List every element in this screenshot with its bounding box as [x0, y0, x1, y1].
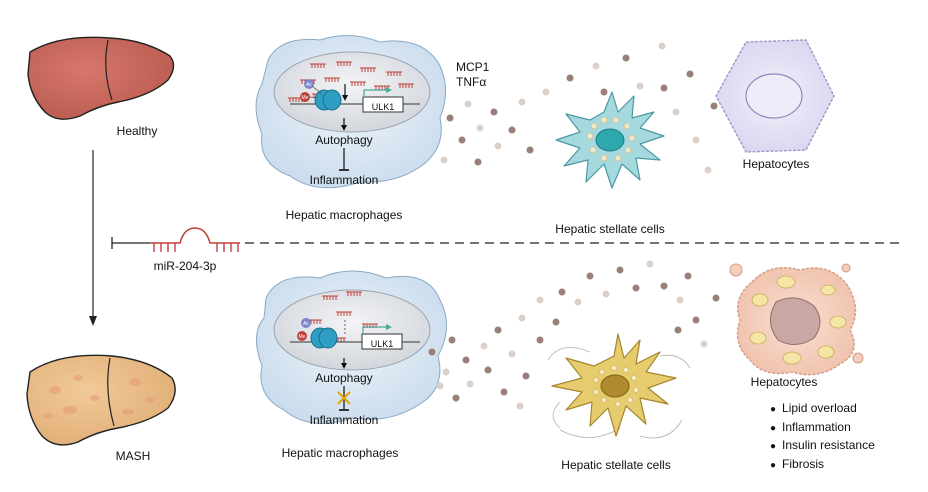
mash-liver: [26, 354, 176, 446]
acetyl-text-bottom: Ac: [303, 321, 309, 327]
ulk1-label-top: ULK1: [371, 102, 395, 112]
stellate-cell-activated: [547, 333, 691, 439]
acetyl-text: Ac: [306, 82, 312, 88]
hepatocyte-label-bottom: Hepatocytes: [750, 375, 818, 389]
hepatocyte-label-top: Hepatocytes: [742, 157, 810, 171]
mirna-label: miR-204-3p: [153, 259, 217, 273]
cytokine-tnfa: TNFα: [456, 75, 487, 89]
hepatocyte-healthy: [715, 39, 835, 153]
cytokine-particles-top: [440, 42, 718, 174]
methyl-mark-bottom: [297, 331, 307, 341]
outcome-list: Lipid overload Inflammation Insulin resi…: [770, 400, 875, 474]
stellate-label-top: Hepatic stellate cells: [555, 222, 665, 236]
autophagy-label-top: Autophagy: [315, 133, 373, 147]
macrophage-label-bottom: Hepatic macrophages: [281, 446, 399, 460]
stellate-cell-quiescent: [555, 91, 665, 189]
outcome-item: Fibrosis: [770, 456, 875, 475]
stellate-label-bottom: Hepatic stellate cells: [561, 458, 671, 472]
progression-arrow: [89, 150, 97, 326]
cytokine-mcp1: MCP1: [456, 60, 490, 74]
ulk1-label-bottom: ULK1: [370, 339, 394, 349]
mash-label: MASH: [115, 449, 151, 463]
hepatocyte-mash: [729, 263, 864, 376]
acetyl-mark-bottom: [301, 318, 311, 328]
mirna-inhibition: [111, 227, 240, 252]
inflammation-label-top: Inflammation: [309, 173, 379, 187]
ulk1-gene-bottom: [361, 333, 403, 350]
autophagy-label-bottom: Autophagy: [315, 371, 373, 385]
ulk1-gene-top: [362, 96, 404, 113]
outcome-item: Lipid overload: [770, 400, 875, 419]
outcome-item: Insulin resistance: [770, 437, 875, 456]
macrophage-top: [255, 35, 446, 189]
blocked-mark: [337, 391, 351, 405]
methyl-mark: [300, 92, 310, 102]
macrophage-label-top: Hepatic macrophages: [285, 208, 403, 222]
acetyl-mark: [304, 79, 314, 89]
healthy-liver: [27, 36, 175, 120]
outcome-item: Inflammation: [770, 419, 875, 438]
macrophage-bottom: [256, 270, 447, 424]
methyl-text: Me: [302, 95, 309, 101]
healthy-label: Healthy: [116, 124, 158, 138]
methyl-text-bottom: Me: [299, 334, 306, 340]
inflammation-label-bottom: Inflammation: [309, 413, 379, 427]
cytokine-particles-bottom: [428, 260, 720, 410]
